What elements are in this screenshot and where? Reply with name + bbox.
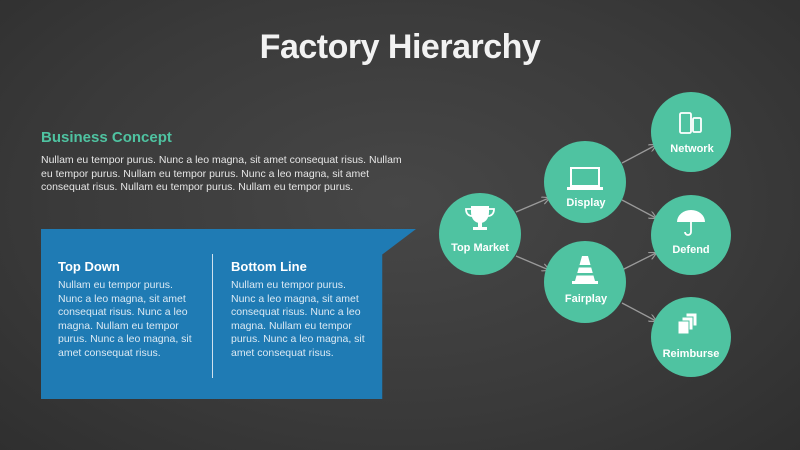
panel-divider — [212, 254, 213, 378]
node-network-label: Network — [670, 143, 714, 155]
node-top-market-label: Top Market — [451, 242, 509, 254]
page-title: Factory Hierarchy — [259, 28, 541, 66]
business-concept-heading: Business Concept — [41, 129, 172, 146]
arrow-display-network — [621, 145, 656, 164]
top-down-heading: Top Down — [58, 259, 120, 274]
node-reimburse: Reimburse — [651, 297, 731, 377]
trophy-icon — [465, 206, 495, 230]
arrow-fairplay-reimburse — [621, 302, 656, 321]
umbrella-icon — [677, 210, 705, 236]
arrow-fairplay-defend — [621, 253, 656, 271]
arrow-topmarket-fairplay — [515, 255, 549, 270]
node-display: Display — [544, 141, 626, 223]
documents-icon — [677, 312, 698, 335]
node-defend-label: Defend — [672, 244, 709, 256]
node-reimburse-label: Reimburse — [663, 348, 720, 360]
connector-lines — [515, 145, 656, 321]
top-down-text: Nullam eu tempor purus. Nunc a leo magna… — [58, 279, 192, 359]
blue-info-panel — [41, 229, 416, 399]
business-concept-text: Nullam eu tempor purus. Nunc a leo magna… — [41, 154, 402, 193]
node-network: Network — [651, 92, 731, 172]
arrow-topmarket-display — [515, 198, 549, 213]
traffic-cone-icon — [572, 256, 598, 284]
bottom-line-text: Nullam eu tempor purus. Nunc a leo magna… — [231, 279, 365, 359]
node-fairplay-label: Fairplay — [565, 293, 608, 305]
bottom-line-heading: Bottom Line — [231, 259, 307, 274]
node-top-market: Top Market — [439, 193, 521, 275]
monitor-icon — [567, 167, 603, 190]
node-defend: Defend — [651, 195, 731, 275]
devices-icon — [679, 112, 702, 134]
node-fairplay: Fairplay — [544, 241, 626, 323]
arrow-display-defend — [621, 199, 656, 218]
node-display-label: Display — [566, 197, 606, 209]
